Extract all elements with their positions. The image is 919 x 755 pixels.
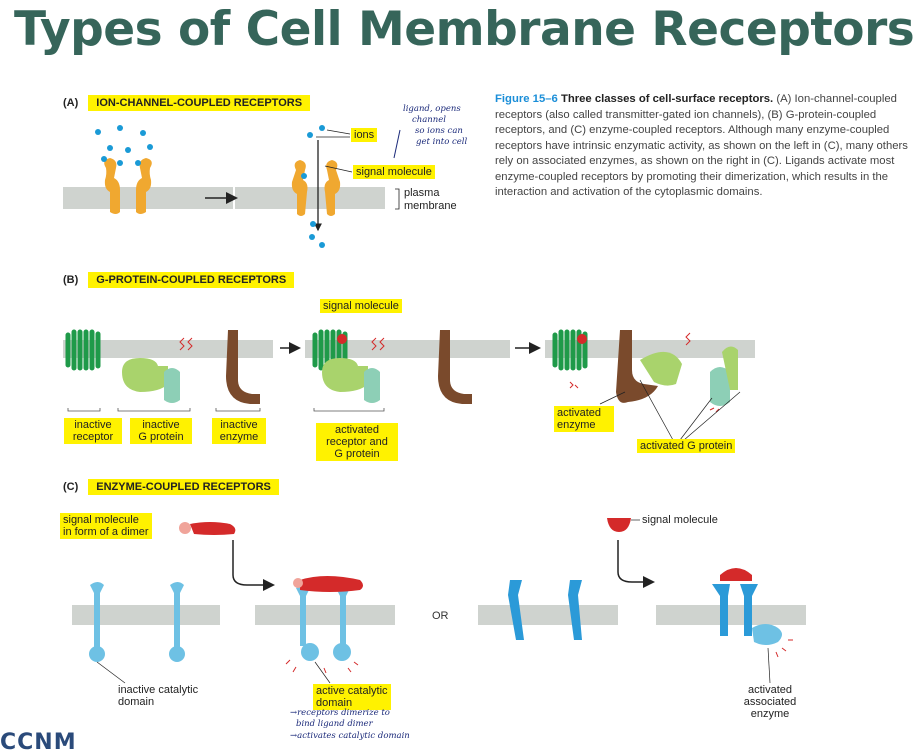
membrane-a-left	[63, 187, 233, 209]
gprotein-inactive	[122, 337, 193, 403]
section-b-letter: (B)	[63, 274, 79, 286]
note-c-1: →receptors dimerize to	[290, 708, 390, 718]
membrane-c-4	[656, 605, 806, 625]
section-b-header: (B) G-PROTEIN-COUPLED RECEPTORS	[63, 272, 295, 288]
membrane-c-1	[72, 605, 220, 625]
label-signal-molecule-c: signal molecule	[642, 514, 718, 526]
section-c-header: (C) ENZYME-COUPLED RECEPTORS	[63, 479, 279, 495]
enzyme-inactive-2	[438, 330, 472, 404]
section-c-letter: (C)	[63, 481, 79, 493]
membrane-b-mid	[305, 340, 510, 358]
label-ions: ions	[351, 128, 378, 142]
section-a-header: (A) ION-CHANNEL-COUPLED RECEPTORS	[63, 95, 311, 111]
label-plasma: plasma	[404, 187, 440, 199]
signal-dimer	[179, 522, 236, 535]
ions-open	[301, 125, 325, 248]
figure-caption: Figure 15–6 Three classes of cell-surfac…	[495, 92, 913, 201]
gpcr-active	[312, 329, 348, 371]
figure-number: Figure 15–6	[495, 93, 558, 105]
note-a-1: ligand, opens	[403, 104, 461, 114]
gpcr-final	[552, 329, 588, 371]
section-a-name: ION-CHANNEL-COUPLED RECEPTORS	[88, 95, 311, 111]
enzyme-inactive	[226, 330, 260, 404]
figure-title: Three classes of cell-surface receptors.	[560, 93, 774, 105]
membrane-c-2	[255, 605, 395, 625]
gpcr-inactive	[65, 329, 101, 371]
associated-enzyme	[752, 624, 782, 645]
figure-body: (A) Ion-channel-coupled receptors (also …	[495, 93, 908, 198]
label-activated-gprotein: activated G protein	[637, 439, 736, 453]
label-signal-molecule-b: signal molecule	[320, 299, 402, 313]
label-membrane: membrane	[404, 200, 457, 212]
receptor-assoc-active	[712, 568, 758, 636]
ccnm-logo: CCNM	[0, 730, 77, 755]
page-title: Types of Cell Membrane Receptors	[14, 2, 915, 57]
closed-ion-channel	[104, 158, 152, 214]
label-signal-molecule-a: signal molecule	[353, 165, 435, 179]
section-a-letter: (A)	[63, 97, 79, 109]
signal-molecule-b	[337, 334, 347, 344]
receptor-dimerized	[296, 585, 351, 661]
signal-molecule-c	[607, 518, 631, 532]
note-c-3: →activates catalytic domain	[290, 731, 410, 741]
note-a-4: get into cell	[416, 137, 468, 147]
section-c-name: ENZYME-COUPLED RECEPTORS	[88, 479, 279, 495]
section-b-name: G-PROTEIN-COUPLED RECEPTORS	[88, 272, 295, 288]
receptor-inactive-left	[89, 582, 185, 662]
membrane-b-left	[63, 340, 273, 358]
enzyme-activated	[616, 330, 658, 403]
note-c-2: bind ligand dimer	[296, 719, 373, 729]
membrane-c-3	[478, 605, 618, 625]
ions-above	[95, 125, 153, 166]
membrane-a-right	[235, 187, 385, 209]
receptor-assoc-inactive	[508, 580, 582, 640]
note-a-2: channel	[412, 115, 446, 125]
note-a-3: so ions can	[415, 126, 463, 136]
or-label: OR	[432, 610, 449, 622]
membrane-b-right	[545, 340, 755, 358]
gprotein-active-bound	[322, 337, 385, 403]
